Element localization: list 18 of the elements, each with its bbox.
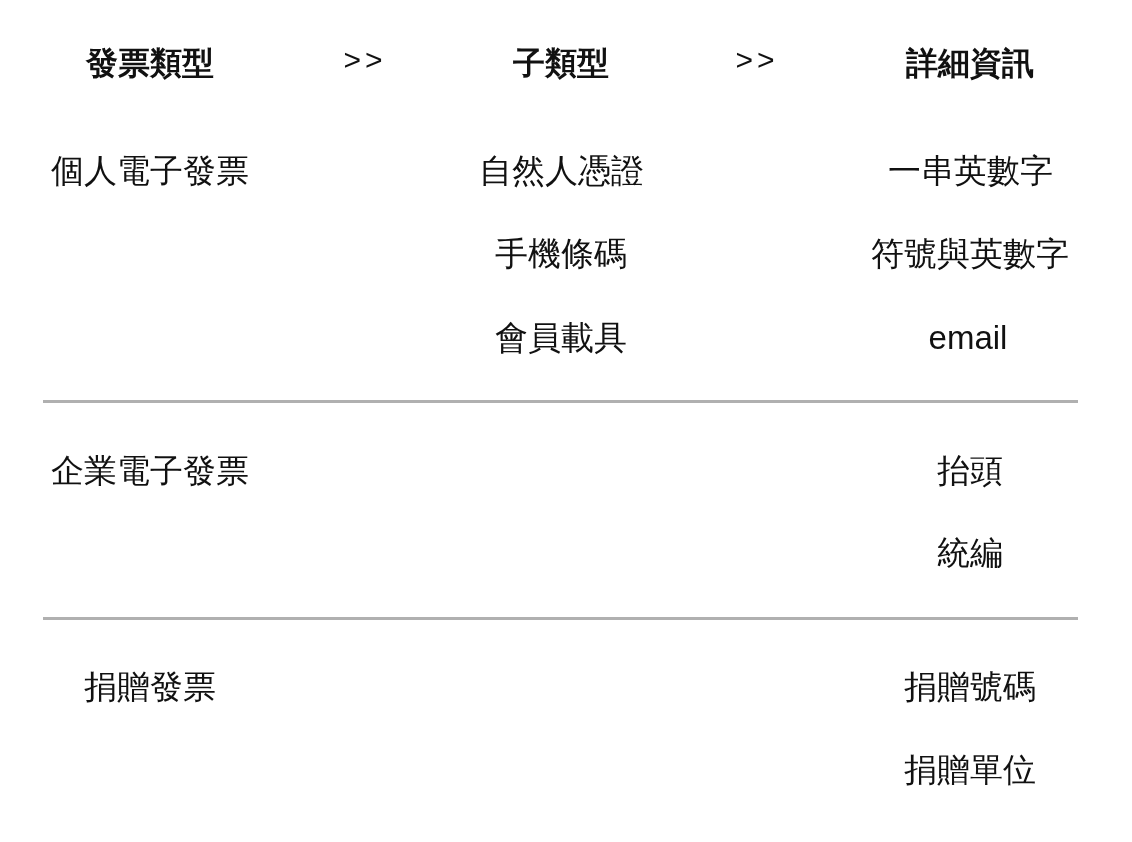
detail-text: 符號與英數字	[871, 236, 1069, 270]
column-header: 子類型	[513, 47, 609, 79]
column-header: 發票類型	[86, 47, 214, 79]
detail-text: 一串英數字	[887, 153, 1053, 187]
category-text: 捐贈發票	[84, 669, 216, 703]
detail-text: email	[928, 320, 1008, 354]
category-text: 個人電子發票	[51, 153, 249, 187]
column-header: 詳細資訊	[906, 47, 1034, 79]
detail-text: 抬頭	[937, 453, 1003, 487]
detail-text: 捐贈單位	[904, 752, 1036, 786]
separator-chevron: >>	[735, 45, 779, 75]
detail-text: 捐贈號碼	[904, 669, 1036, 703]
separator-chevron: >>	[343, 45, 387, 75]
detail-text: 統編	[937, 535, 1003, 569]
category-text: 企業電子發票	[51, 453, 249, 487]
subtype-text: 會員載具	[495, 320, 627, 354]
subtype-text: 自然人憑證	[478, 153, 644, 187]
subtype-text: 手機條碼	[495, 236, 627, 270]
